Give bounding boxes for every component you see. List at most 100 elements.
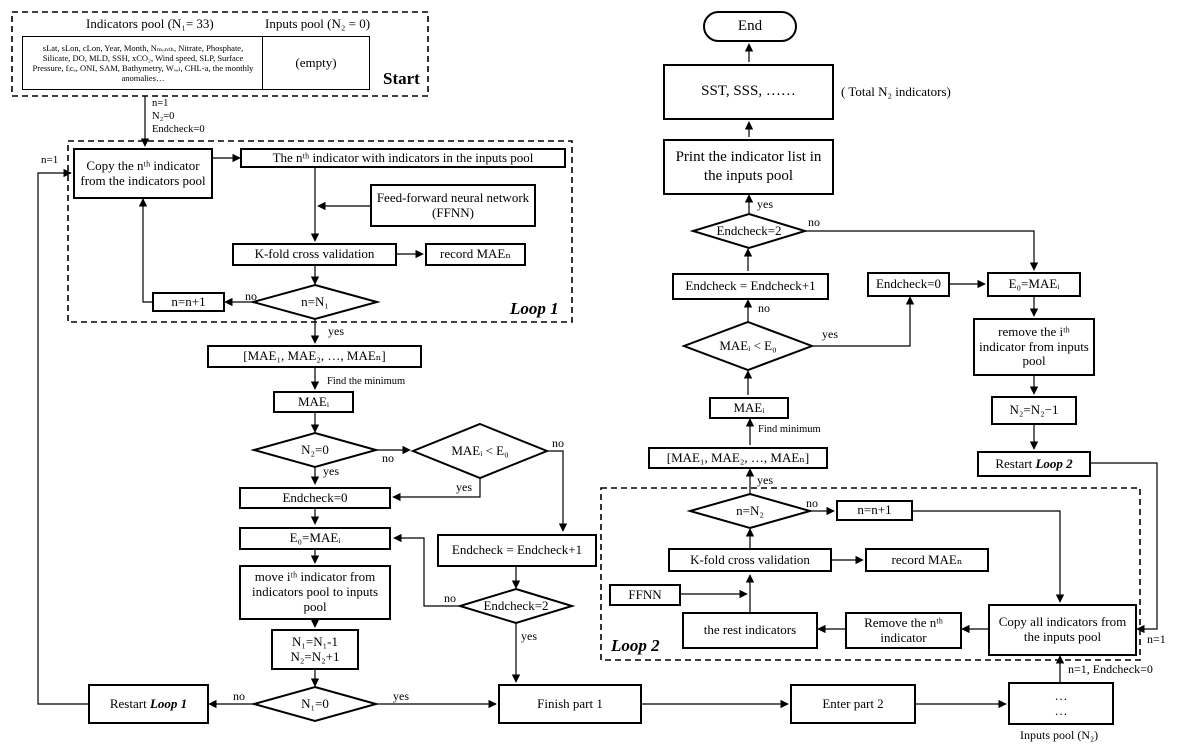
reset-label: n=1, Endcheck=0	[1068, 662, 1153, 676]
loop1-label: Loop 1	[510, 299, 559, 318]
n2-update-text: N₂=N₂+1	[290, 648, 340, 664]
find-min2-label: Find minimum	[758, 424, 821, 435]
kfold-box: K-fold cross validation	[232, 243, 397, 266]
loop2-n1-label: n=1	[1147, 632, 1166, 646]
arrow-ninc-to-copy	[138, 198, 152, 303]
inputs-pool-empty-box: (empty)	[262, 36, 370, 90]
mae-i-box: MAEᵢ	[273, 391, 354, 413]
arrow-endcheck2-no-right	[805, 230, 1039, 271]
restart-loop2-box: Restart Loop 2	[977, 451, 1091, 477]
n-inc2-box: n=n+1	[836, 500, 913, 521]
start-label: Start	[383, 69, 420, 88]
arrow-restart-loop2	[1091, 462, 1158, 634]
n1-yes-label: yes	[393, 689, 409, 703]
n-inc-box: n=n+1	[152, 292, 225, 312]
loop2-frame	[600, 487, 1141, 661]
init-endcheck: Endcheck=0	[152, 124, 205, 135]
diamond-n-eq-n2	[686, 492, 814, 530]
rest-indicators-box: the rest indicators	[682, 612, 818, 649]
endcheck2-no-label: no	[444, 591, 456, 605]
mae2-yes-label: yes	[822, 327, 838, 341]
endcheck2b-yes-label: yes	[757, 197, 773, 211]
restart-loop1-name: Loop 1	[149, 695, 188, 711]
copy-nth-box: Copy the nᵗʰ indicator from the indicato…	[73, 148, 213, 199]
endcheck2b-no-label: no	[808, 215, 820, 229]
remove-nth-box: Remove the nᵗʰ indicator	[845, 612, 962, 649]
e0-mae2-box: E₀=MAEᵢ	[987, 272, 1081, 297]
inputs-pool-n2-label: Inputs pool (N₂)	[1020, 728, 1099, 742]
total-n2-note: ( Total N₂ indicators)	[841, 84, 951, 99]
loop1-n1-label: n=1	[41, 154, 59, 166]
mae-yes-label: yes	[456, 480, 472, 494]
loop1-frame	[67, 140, 573, 323]
sst-sss-box: SST, SSS, ……	[663, 64, 834, 120]
ffnn-box: Feed-forward neural network (FFNN)	[370, 184, 536, 227]
restart-loop2-prefix: Restart	[995, 455, 1036, 471]
kfold2-box: K-fold cross validation	[668, 548, 832, 572]
n2-zero-label: N₂=0	[301, 441, 329, 457]
endcheck-zero-box: Endcheck=0	[239, 487, 391, 509]
record-mae-box: record MAEₙ	[425, 243, 526, 266]
e0-mae-box: E₀=MAEᵢ	[239, 527, 391, 550]
n-update-box: N₁=N₁-1 N₂=N₂+1	[271, 629, 359, 670]
mae-no-label: no	[552, 436, 564, 450]
arrow-mae-yes	[392, 478, 481, 502]
endcheck-inc2-box: Endcheck = Endcheck+1	[672, 273, 829, 300]
endcheck-zero2-box: Endcheck=0	[867, 272, 950, 297]
n1-update-text: N₁=N₁-1	[291, 633, 338, 649]
restart-loop1-prefix: Restart	[109, 695, 150, 711]
mae-i2-box: MAEᵢ	[709, 397, 789, 419]
loop2-label: Loop 2	[611, 636, 660, 655]
loop2-no-label: no	[806, 496, 818, 510]
n-eq-n1-label: n=N₁	[301, 293, 329, 309]
inputs-pool-n2-box: … …	[1008, 682, 1114, 725]
inputs-pool-header: Inputs pool (N₂ = 0)	[265, 16, 371, 31]
endcheck2-label: Endcheck=2	[483, 597, 549, 613]
finish-part1-box: Finish part 1	[498, 684, 642, 724]
arrow-restart-loop1	[37, 168, 88, 705]
pool-dots-1: …	[1054, 687, 1068, 703]
mae-lt-e0-label: MAEᵢ < E₀	[451, 442, 509, 458]
endcheck-inc-box: Endcheck = Endcheck+1	[437, 534, 597, 567]
record-mae2-box: record MAEₙ	[865, 548, 989, 572]
arrow-endcheck2-no	[393, 533, 460, 607]
mae-list2-box: [MAE₁, MAE₂, …, MAEₙ]	[648, 447, 828, 469]
arrow-ninc-to-copyall	[913, 510, 1065, 603]
indicators-pool-box: sLat, sLon, cLon, Year, Month, Nₘₒₙₜₕ, N…	[22, 36, 264, 90]
endcheck2-yes-label: yes	[521, 629, 537, 643]
remove-ith-box: remove the iᵗʰ indicator from inputs poo…	[973, 318, 1095, 376]
diamond-mae-lt-e0-part2	[681, 320, 815, 372]
n-eq-n2-label: n=N₂	[736, 502, 764, 518]
diamond-endcheck2-part2	[689, 212, 809, 250]
ffnn2-box: FFNN	[609, 584, 681, 606]
loop1-yes-label: yes	[328, 324, 344, 338]
mae2-no-label: no	[758, 301, 770, 315]
n2-yes-label: yes	[323, 464, 339, 478]
n1-zero-label: N₁=0	[301, 695, 329, 711]
find-min-label: Find the minimum	[327, 376, 406, 387]
diamond-n1-zero	[250, 685, 380, 723]
loop1-no-label: no	[245, 289, 257, 303]
mae-list-box: [MAE₁, MAE₂, …, MAEₙ]	[207, 345, 422, 368]
indicators-pool-header: Indicators pool (N₁= 33)	[86, 16, 214, 31]
end-terminal: End	[703, 11, 797, 42]
arrow-mae-yes-right	[812, 296, 915, 347]
init-n2: N₂=0	[152, 111, 175, 122]
n1-no-label: no	[233, 689, 245, 703]
n2-no-label: no	[382, 451, 394, 465]
nth-with-inputs-box: The nᵗʰ indicator with indicators in the…	[240, 148, 566, 168]
enter-part2-box: Enter part 2	[790, 684, 916, 724]
print-list-box: Print the indicator list in the inputs p…	[663, 139, 834, 195]
arrow-mae-no	[547, 450, 568, 532]
restart-loop2-name: Loop 2	[1035, 455, 1073, 471]
endcheck2b-label: Endcheck=2	[716, 222, 782, 238]
move-ith-box: move iᵗʰ indicator from indicators pool …	[239, 565, 391, 620]
n2-dec-box: N₂=N₂−1	[991, 396, 1077, 425]
restart-loop1-box: Restart Loop 1	[88, 684, 209, 724]
mae-lt-e0b-label: MAEᵢ < E₀	[719, 337, 777, 353]
pool-dots-2: …	[1054, 702, 1068, 718]
indicators-list: sLat, sLon, cLon, Year, Month, Nₘₒₙₜₕ, N…	[32, 42, 254, 84]
init-n: n=1	[152, 98, 169, 109]
